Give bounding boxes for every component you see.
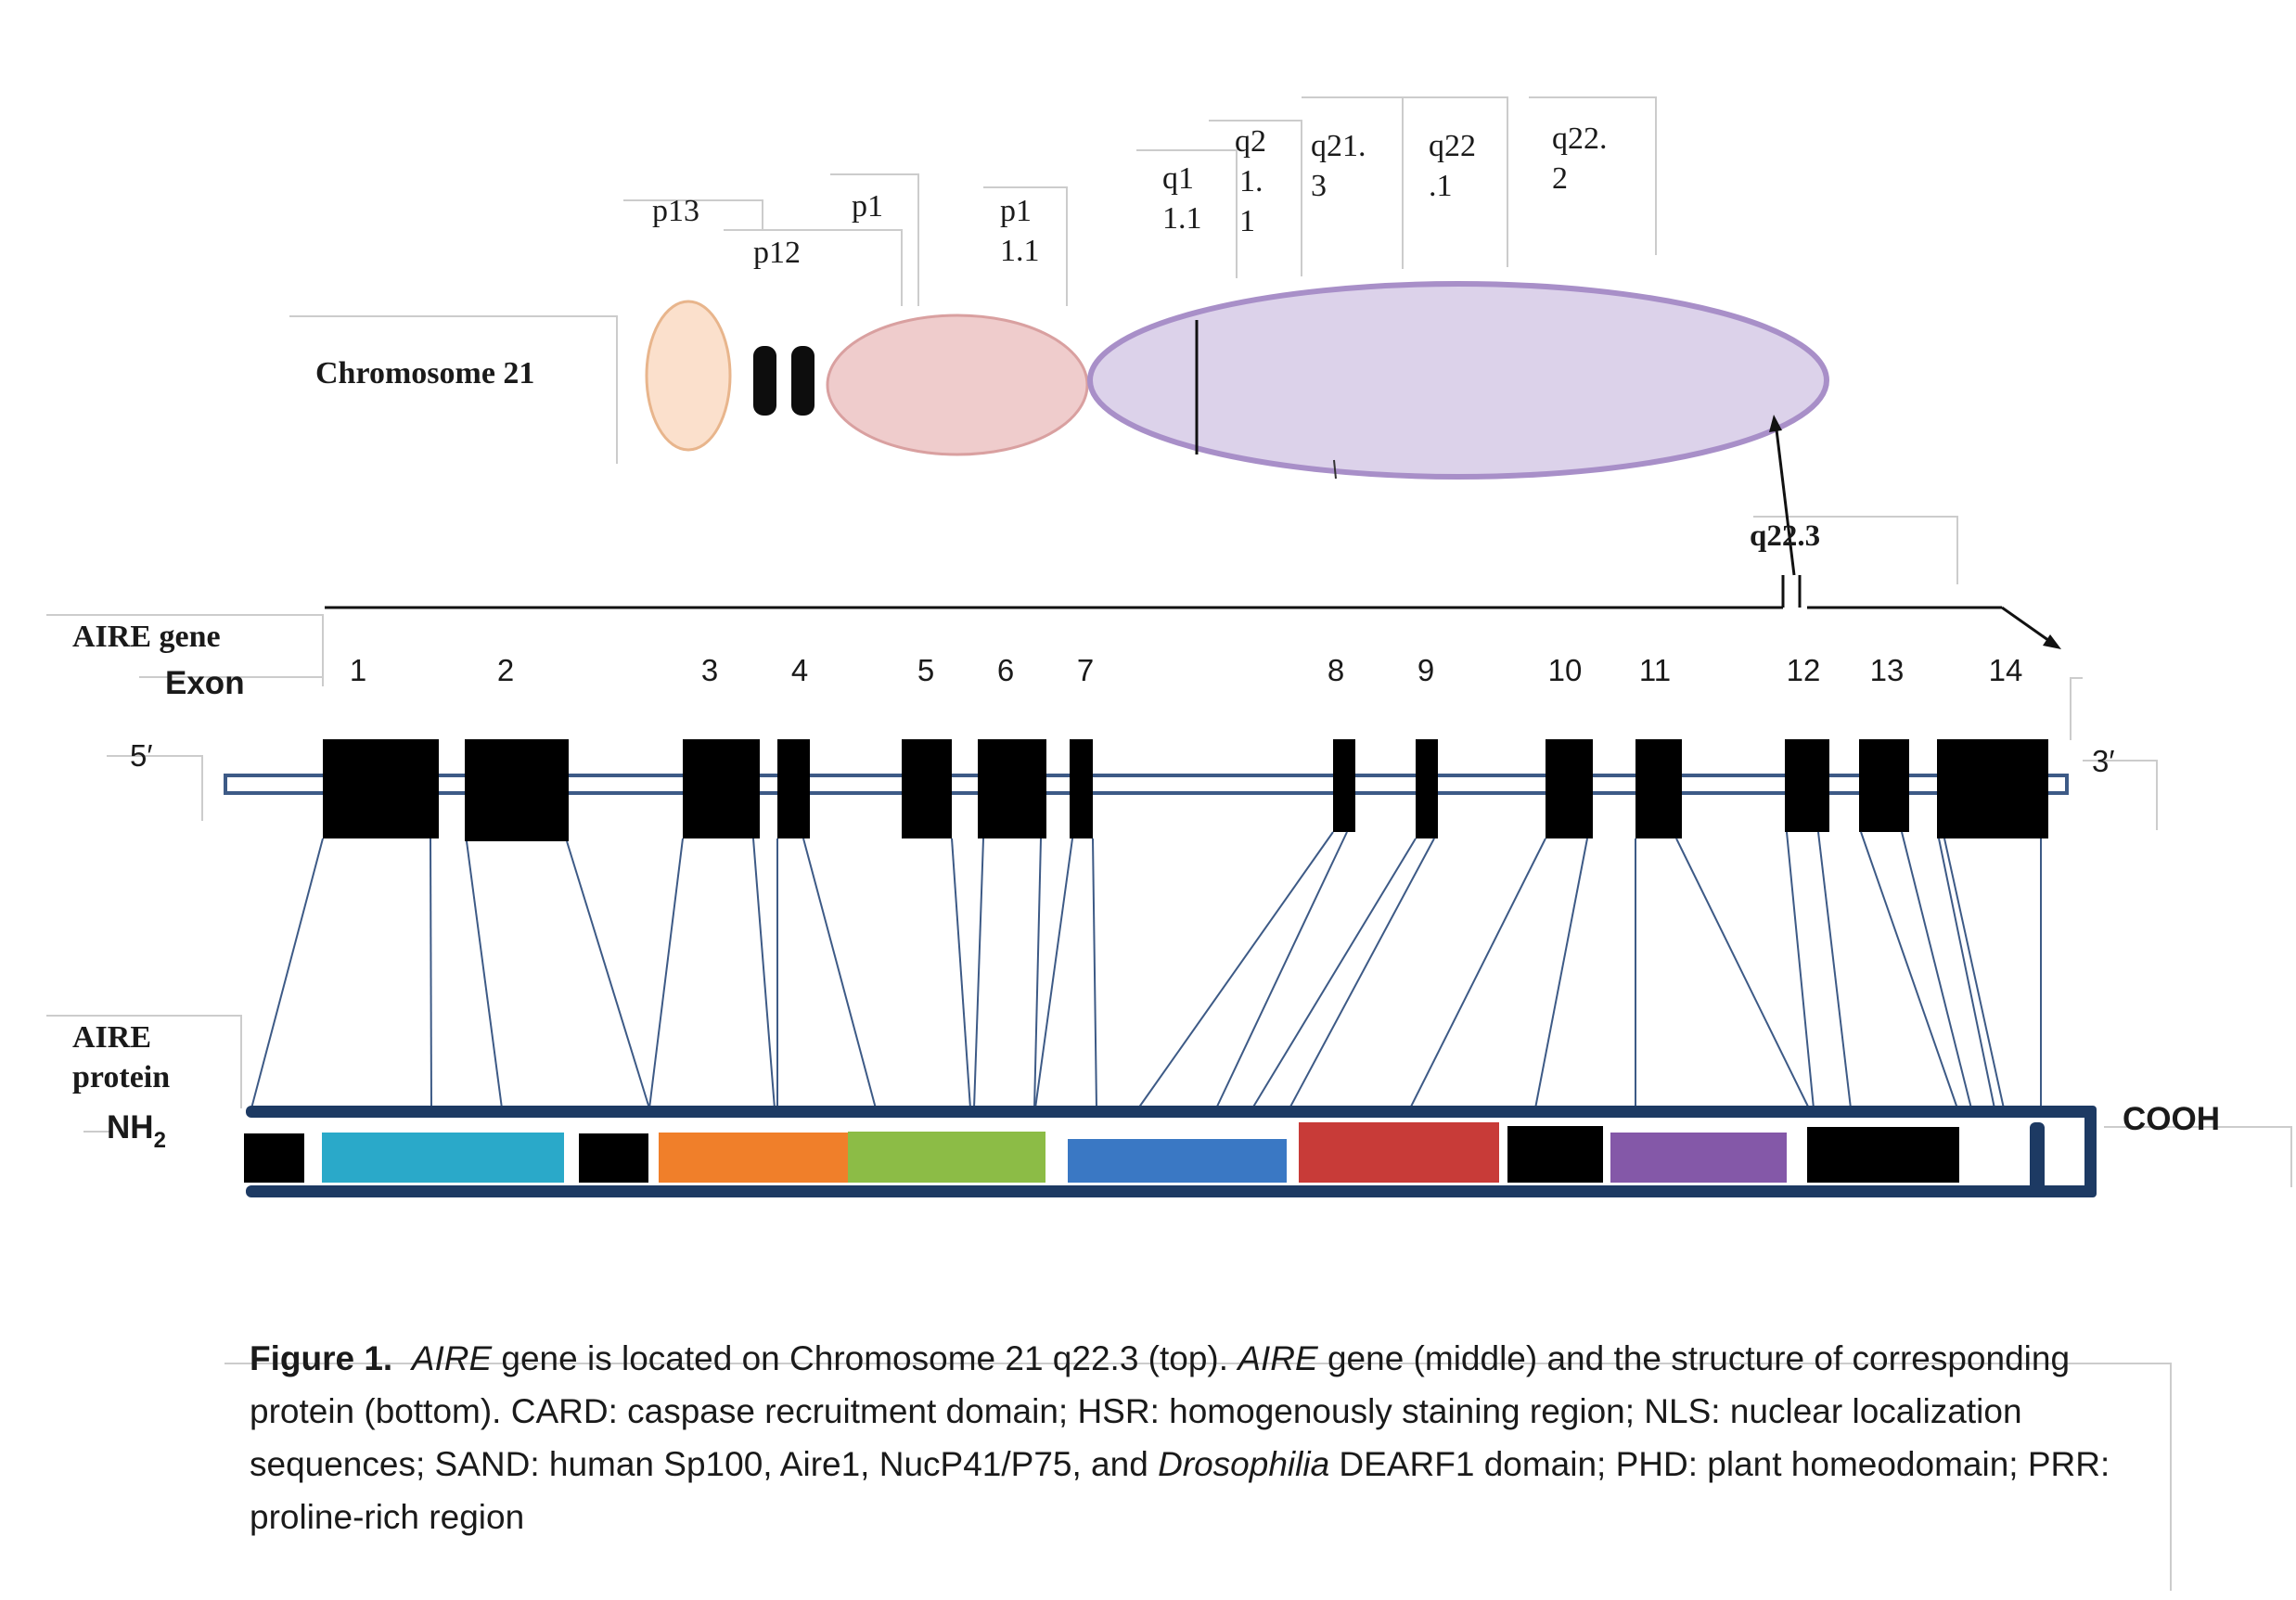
protein-domains: [244, 1122, 1959, 1183]
nls-domain: [659, 1133, 849, 1183]
protein-frame-inner-right: [2030, 1122, 2045, 1197]
chromosome-label: Chromosome 21: [315, 356, 534, 390]
linker-block: [1807, 1127, 1959, 1183]
exon-block: [1859, 739, 1909, 832]
gene-label: AIRE gene: [72, 620, 221, 654]
exon-block: [1546, 739, 1593, 838]
exon-number: 13: [1870, 653, 1905, 687]
exon-block: [902, 739, 952, 838]
exon-block: [465, 739, 569, 841]
card-hsr-domain: [322, 1133, 564, 1183]
zoom-arrowhead: [2043, 634, 2061, 649]
exon-number: 3: [701, 653, 718, 687]
exon-block: [683, 739, 760, 838]
caption-species-italic: Drosophilia: [1158, 1445, 1330, 1483]
protein-frame-top: [246, 1106, 2097, 1118]
caption-gene-italic: AIRE: [411, 1339, 493, 1377]
band-q22-2: q22. 2: [1552, 122, 1615, 196]
exon-number: 10: [1548, 653, 1583, 687]
band-labels: p13 p12 p1 p1 1.1 q1 1.1 q2 1. 1 q21. 3 …: [652, 122, 1615, 270]
exon-block: [1416, 739, 1438, 838]
five-prime-label: 5′: [130, 738, 153, 773]
exon-number: 11: [1639, 653, 1671, 687]
figure-number: Figure 1.: [250, 1339, 393, 1377]
figure-caption: Figure 1. AIRE gene is located on Chromo…: [250, 1332, 2123, 1543]
locus-pointer: [1769, 415, 1796, 576]
band-tick: [1333, 459, 1337, 480]
band-q21-3: q21. 3: [1311, 129, 1374, 203]
exon-number: 6: [997, 653, 1014, 687]
exon-block: [978, 739, 1046, 838]
chromosome-21: [645, 281, 1829, 480]
n-terminus-label: NH2: [107, 1109, 166, 1153]
exon-number: 9: [1417, 653, 1434, 687]
protein-frame-right: [2084, 1106, 2097, 1197]
caption-text: DEARF1 domain; PHD: plant homeodomain; P…: [250, 1445, 2110, 1536]
short-arm: [826, 314, 1089, 456]
sand-domain: [848, 1132, 1045, 1183]
exon-number: 14: [1989, 653, 2023, 687]
caption-text: gene (middle) and the structure of corre…: [250, 1339, 2071, 1483]
three-prime-label: 3′: [2092, 744, 2115, 778]
phd2-domain: [1610, 1133, 1787, 1183]
band-p11-1: p1 1.1: [1000, 194, 1040, 268]
exon-number: 1: [350, 653, 366, 687]
exon-block: [323, 739, 439, 838]
band-p12: p12: [753, 236, 801, 270]
exon-protein-mapping-lines: [250, 831, 2042, 1109]
phd1-domain: [1068, 1139, 1287, 1183]
protein-frame-bottom: [246, 1185, 2097, 1197]
linker-block: [1507, 1126, 1603, 1183]
exon-numbers: 1 2 3 4 5 6 7 8 9 10 11 12 13 14: [350, 653, 2023, 687]
exon-block: [1333, 739, 1355, 832]
long-arm: [1087, 281, 1829, 480]
caption-gene-italic: AIRE: [1238, 1339, 1318, 1377]
exon-block: [1635, 739, 1682, 838]
exon-label: Exon: [165, 665, 245, 701]
exon-block: [1937, 739, 2048, 838]
protein-label: AIRE protein: [72, 1020, 170, 1094]
exon-number: 4: [791, 653, 808, 687]
linker-block: [579, 1133, 648, 1183]
exon-number: 5: [917, 653, 934, 687]
exon-block: [777, 739, 810, 838]
exon-blocks: [323, 739, 2048, 841]
chromosome-callout-lines: [46, 96, 2292, 1591]
exon-block: [1070, 739, 1093, 838]
p12-stalk-left: [753, 346, 776, 416]
p13-satellite: [645, 300, 732, 452]
linker-block: [244, 1133, 304, 1183]
locus-label: q22.3: [1750, 519, 1820, 553]
caption-text: gene is located on Chromosome 21 q22.3 (…: [492, 1339, 1238, 1377]
exon-number: 12: [1787, 653, 1821, 687]
exon-number: 2: [497, 653, 514, 687]
band-p13: p13: [652, 194, 699, 228]
zoom-bracket: [325, 575, 2053, 645]
exon-number: 7: [1077, 653, 1094, 687]
band-p11-2: p1: [852, 189, 883, 224]
exon-number: 8: [1328, 653, 1344, 687]
band-q22-1: q22 .1: [1429, 129, 1484, 203]
band-q11-1: q1 1.1: [1162, 161, 1202, 236]
prr-domain: [1299, 1122, 1499, 1183]
c-terminus-label: COOH: [2123, 1101, 2220, 1137]
p12-stalk-right: [791, 346, 815, 416]
band-q21-1: q2 1. 1: [1235, 124, 1275, 238]
protein-frame: [246, 1106, 2097, 1197]
exon-block: [1785, 739, 1829, 832]
